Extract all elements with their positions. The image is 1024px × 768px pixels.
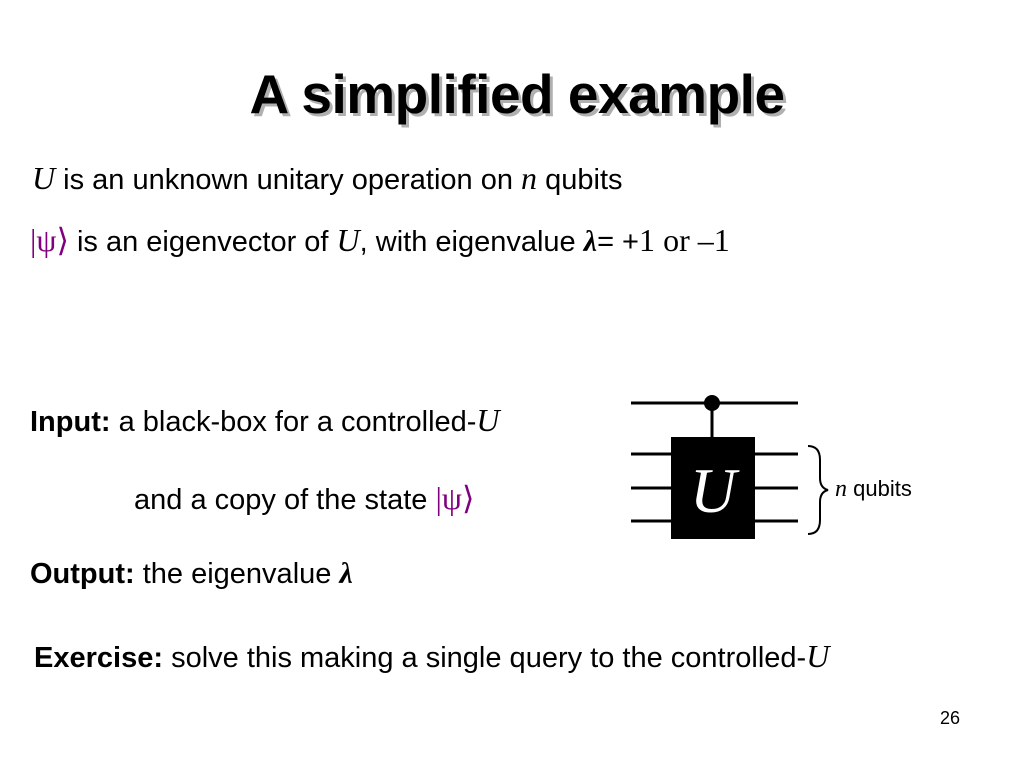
- output-label: Output:: [30, 558, 135, 590]
- unitary-gate-box: [671, 437, 755, 539]
- text: qubits: [545, 164, 623, 196]
- input-text: a black-box for a controlled-: [118, 406, 477, 438]
- slide-title: A simplified example: [249, 63, 785, 125]
- symbol-U: U: [32, 160, 56, 196]
- unitary-gate-label: U: [690, 455, 740, 526]
- symbol-lambda: λ: [583, 225, 598, 258]
- value-one: 1: [639, 222, 655, 258]
- text: is an eigenvector of: [76, 226, 329, 258]
- input-label: Input:: [30, 406, 111, 438]
- copy-text: and a copy of the state: [134, 484, 428, 516]
- symbol-U: U: [806, 638, 830, 674]
- output-line: Output: the eigenvalue λ: [30, 557, 353, 591]
- text: , with eigenvalue: [359, 226, 576, 258]
- qubit-brace: [807, 445, 829, 535]
- psi-ket: |ψ⟩: [435, 480, 475, 516]
- exercise-text: solve this making a single query to the …: [171, 642, 807, 674]
- control-dot: [704, 395, 720, 411]
- page-number: 26: [940, 708, 961, 728]
- definition-line-unitary: U is an unknown unitary operation on n q…: [32, 160, 623, 197]
- exercise-label: Exercise:: [34, 642, 163, 674]
- symbol-U: U: [476, 402, 500, 438]
- controlled-u-circuit: U: [631, 395, 829, 539]
- symbol-lambda: λ: [339, 557, 353, 590]
- symbol-U: U: [336, 222, 360, 258]
- output-text: the eigenvalue: [142, 558, 332, 590]
- input-line: Input: a black-box for a controlled-U: [30, 402, 500, 439]
- psi-ket: |ψ⟩: [30, 222, 69, 258]
- value-or-minus-one: or –1: [663, 222, 730, 258]
- copy-line: and a copy of the state |ψ⟩: [134, 479, 474, 517]
- definition-line-eigenvector: |ψ⟩ is an eigenvector of U, with eigenva…: [30, 221, 730, 259]
- equals-plus: = +: [597, 226, 639, 258]
- text: is an unknown unitary operation on: [63, 164, 513, 196]
- exercise-line: Exercise: solve this making a single que…: [34, 638, 829, 675]
- qubits-text: qubits: [853, 476, 912, 501]
- symbol-n: n: [521, 160, 538, 196]
- symbol-n: n: [835, 476, 847, 502]
- n-qubits-label: n qubits: [835, 476, 912, 503]
